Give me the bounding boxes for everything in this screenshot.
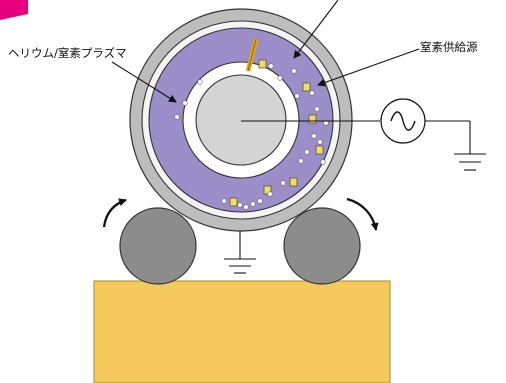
plasma-particles xyxy=(174,63,329,210)
plasma-particle xyxy=(267,191,273,197)
left-roller xyxy=(119,207,197,285)
plasma-particle xyxy=(314,106,320,112)
plasma-particle xyxy=(311,133,317,139)
plasma-particle xyxy=(280,180,286,186)
top-callout-line xyxy=(293,0,339,59)
plasma-particle xyxy=(243,204,249,210)
nitrogen-source-label: 窒素供給源 xyxy=(420,40,478,54)
plasma-callout-line xyxy=(111,61,177,103)
particle-square xyxy=(308,114,317,124)
plasma-particle xyxy=(304,149,310,155)
plasma-particle xyxy=(298,158,304,164)
rotation-arrow-icon-left xyxy=(102,198,127,228)
support-base xyxy=(93,280,391,383)
nitrogen-source-callout-line xyxy=(317,48,420,87)
ground-icon xyxy=(454,153,486,171)
right-roller xyxy=(283,207,361,285)
particle-square xyxy=(302,82,311,92)
particle-square xyxy=(289,177,298,187)
plasma-particle xyxy=(320,159,326,165)
plasma-particle xyxy=(174,114,180,120)
particle-square xyxy=(258,59,267,69)
plasma-particle xyxy=(317,139,323,145)
particle-square xyxy=(229,197,238,207)
plasma-particle xyxy=(277,75,283,81)
ac-wave xyxy=(390,111,416,131)
plasma-particle xyxy=(294,93,300,99)
core-electrode xyxy=(195,74,287,166)
rotation-arrow-icon-right xyxy=(346,197,379,231)
plasma-label: ヘリウム/窒素プラズマ xyxy=(8,46,127,60)
plasma-particle xyxy=(237,202,243,208)
plasma-particle xyxy=(221,198,227,204)
particle-squares xyxy=(229,59,324,207)
plasma-particle xyxy=(291,68,297,74)
plasma-particle xyxy=(309,90,315,96)
plasma-particle xyxy=(197,79,203,85)
plasma-particle xyxy=(182,100,188,106)
particle-square xyxy=(315,145,324,155)
ground-icon xyxy=(224,258,256,274)
target-bar-outline xyxy=(247,38,257,72)
plasma-particle xyxy=(268,63,274,69)
corner-accent xyxy=(0,0,28,20)
plasma-particle xyxy=(250,201,256,207)
plasma-particle xyxy=(257,198,263,204)
